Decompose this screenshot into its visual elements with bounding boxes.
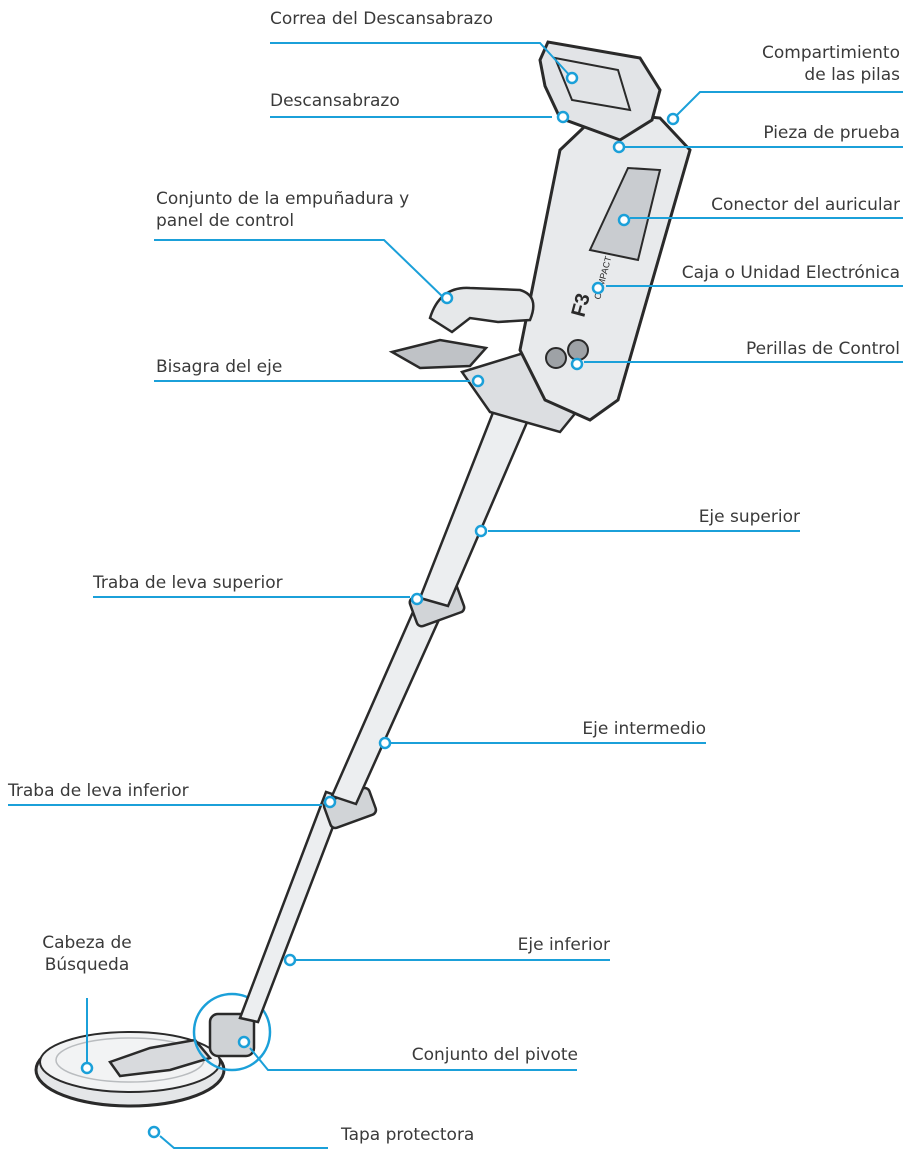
upper-shaft-shape [418,408,530,608]
leader-dot-lower-cam-lock [323,795,337,809]
pivot-highlight-circle [192,992,272,1072]
leader-dot-grip-panel [440,291,454,305]
leader-dot-upper-shaft [474,524,488,538]
label-armrest: Descansabrazo [270,91,400,111]
label-grip-panel: Conjunto de la empuñadura y panel de con… [156,189,410,231]
leader-dot-middle-shaft [378,736,392,750]
leader-dot-test-piece [612,140,626,154]
control-knob-right [567,339,589,361]
leader-line-armrest-strap [270,42,573,79]
leader-dot-battery-compartment [666,112,680,126]
label-shaft-hinge: Bisagra del eje [156,357,283,377]
label-headphone-connector: Conector del auricular [711,195,900,215]
leader-dot-shaft-hinge [471,374,485,388]
leader-dot-headphone-connector [617,213,631,227]
label-pivot-assembly: Conjunto del pivote [411,1045,578,1065]
label-middle-shaft: Eje intermedio [582,719,706,739]
label-electronics-box: Caja o Unidad Electrónica [681,263,900,283]
leader-line-pivot-assembly [249,1047,577,1071]
leader-dot-protective-cover [147,1125,161,1139]
search-head-mount [108,1038,213,1078]
label-control-knobs: Perillas de Control [745,339,900,359]
label-upper-shaft: Eje superior [698,507,800,527]
armrest-strap-shape [553,56,632,112]
label-protective-cover: Tapa protectora [341,1125,475,1145]
leader-dot-upper-cam-lock [410,592,424,606]
label-lower-shaft: Eje inferior [517,935,610,955]
leader-dot-control-knobs [570,357,584,371]
label-test-piece: Pieza de prueba [763,123,900,143]
leader-dot-pivot-assembly [237,1035,251,1049]
leader-line-battery-compartment [675,91,903,117]
leader-line-grip-panel [154,239,445,299]
leader-line-protective-cover [159,1135,328,1149]
label-battery-compartment: Compartimiento de las pilas [761,43,900,85]
label-armrest-strap: Correa del Descansabrazo [270,9,493,29]
leader-dot-electronics-box [591,281,605,295]
detector-body: F3 COMPACT [34,40,692,1108]
lower-shaft-shape [238,790,346,1024]
control-panel-shape [388,338,489,370]
leader-lines [8,42,903,1149]
middle-shaft-shape [330,594,448,806]
control-knob-left [545,347,567,369]
leader-dot-armrest [556,110,570,124]
leader-dot-lower-shaft [283,953,297,967]
label-search-head: Cabeza de Búsqueda [42,933,132,975]
armrest-shape [538,40,662,142]
leader-dot-search-head [80,1061,94,1075]
label-upper-cam-lock: Traba de leva superior [93,573,283,593]
label-lower-cam-lock: Traba de leva inferior [8,781,189,801]
leader-dot-armrest-strap [565,71,579,85]
